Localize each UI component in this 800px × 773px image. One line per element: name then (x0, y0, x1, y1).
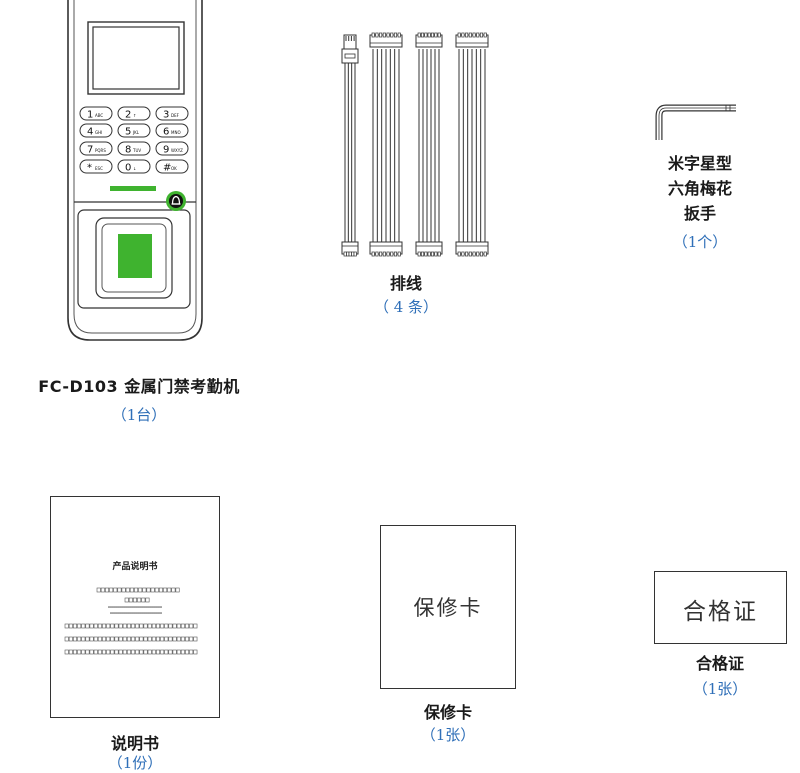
status-led-bar (110, 186, 156, 191)
wrench-qty: （1个） (672, 233, 728, 251)
certificate-name: 合格证 (695, 654, 744, 673)
certificate-qty: （1张） (692, 680, 748, 698)
keypad-key-number: 5 (125, 127, 131, 138)
certificate-card: 合格证 (654, 571, 787, 644)
keypad-key-letters: MNO (171, 130, 181, 135)
cables-name: 排线 (389, 274, 422, 293)
bell-icon (166, 191, 186, 211)
ribbon-cable (369, 32, 403, 257)
hex-wrench (655, 104, 736, 140)
manual-name: 说明书 (110, 734, 159, 753)
keypad-key-number: # (163, 163, 171, 174)
keypad-key-letters: ↑ (133, 113, 136, 118)
keypad-key-letters: JKL (132, 130, 140, 135)
ribbon-cables (341, 32, 489, 257)
manual-text-lines (64, 587, 198, 655)
keypad-key-letters: DEF (171, 113, 180, 118)
keypad-key-letters: PQRS (95, 148, 106, 153)
keypad-key-letters: OK (171, 166, 177, 171)
certificate-card-text: 合格证 (683, 599, 758, 625)
keypad-key-number: 6 (163, 127, 169, 138)
keypad-key-number: 9 (163, 145, 169, 156)
keypad-key: *ESC (79, 159, 113, 174)
manual-qty: （1份） (107, 754, 163, 772)
ribbon-cable (341, 34, 359, 257)
ribbon-cable (455, 32, 489, 257)
ribbon-cable (415, 32, 443, 257)
wrench-name-line-2: 六角梅花 (667, 179, 732, 198)
warranty-qty: （1张） (420, 726, 476, 744)
wrench-name-line-1: 米字星型 (667, 154, 732, 173)
keypad-key-letters: TUV (132, 148, 141, 153)
keypad-key: 2↑ (117, 106, 151, 121)
manual-cover-title: 产品说明书 (112, 562, 158, 572)
keypad-key-number: 3 (163, 110, 169, 121)
keypad-key: 0↓ (117, 159, 151, 174)
keypad-key-number: * (87, 163, 92, 174)
keypad-key-letters: ABC (95, 113, 103, 118)
cables-qty: （ 4 条） (373, 298, 439, 316)
keypad-key-letters: GHI (95, 130, 102, 135)
device-qty: （1台） (111, 406, 167, 424)
keypad-key-number: 8 (125, 145, 131, 156)
manual-booklet: 产品说明书 (50, 496, 220, 718)
fingerprint-sensor (118, 234, 152, 278)
warranty-name: 保修卡 (423, 703, 472, 722)
keypad-key-number: 4 (87, 127, 93, 138)
keypad-key-number: 2 (125, 110, 131, 121)
keypad-key-number: 7 (87, 145, 93, 156)
warranty-card: 保修卡 (380, 525, 516, 689)
keypad-key-number: 0 (125, 163, 131, 174)
wrench-name-line-3: 扳手 (683, 204, 716, 223)
keypad-key-letters: ESC (95, 166, 103, 171)
keypad-key-letters: WXYZ (171, 148, 183, 153)
keypad-key-letters: ↓ (133, 166, 136, 171)
warranty-card-text: 保修卡 (413, 596, 483, 620)
keypad-key: #OK (155, 159, 189, 174)
device-name: FC-D103 金属门禁考勤机 (38, 377, 240, 396)
keypad-key-number: 1 (87, 110, 93, 121)
